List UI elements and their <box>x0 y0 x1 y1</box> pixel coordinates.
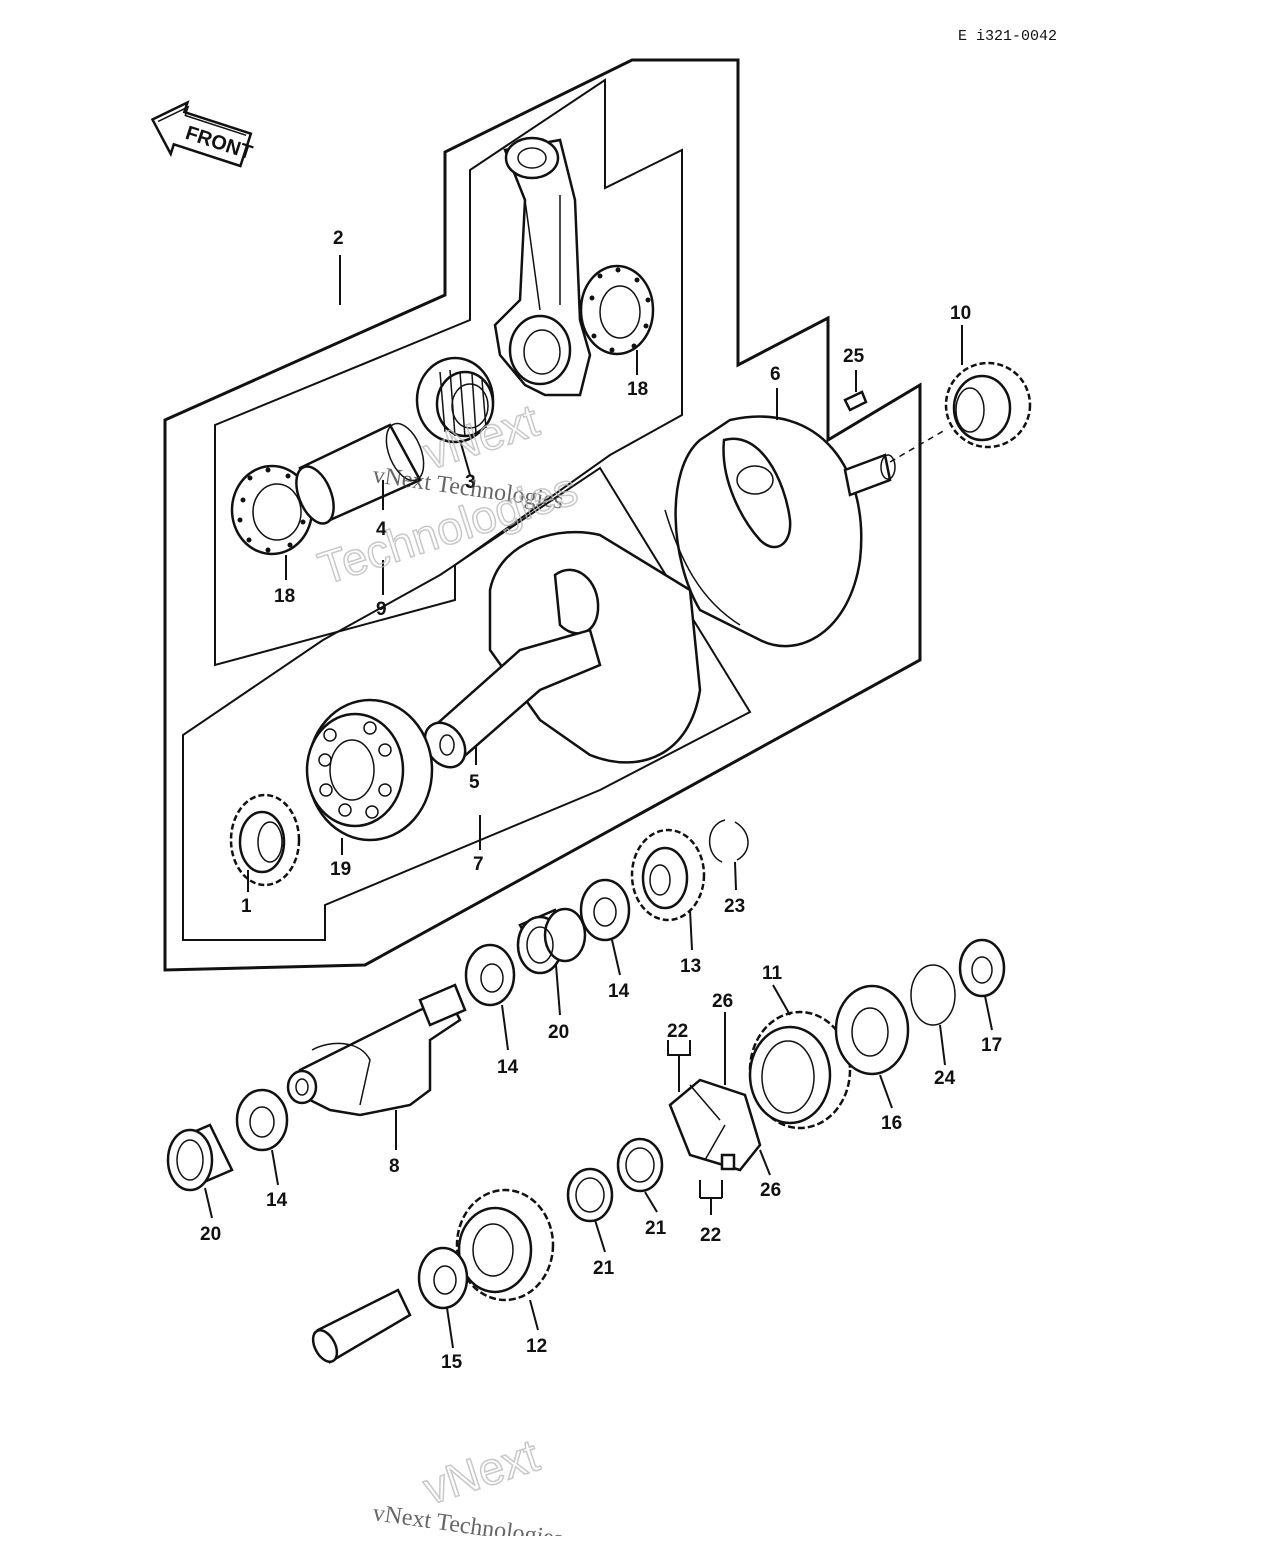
gear-13 <box>630 828 706 922</box>
callout-20-upper: 20 <box>548 1022 569 1043</box>
assembly-outline-7 <box>163 58 922 972</box>
callout-14-middle: 14 <box>497 1057 519 1078</box>
woodruff-key-25 <box>843 390 868 412</box>
callout-13: 13 <box>680 956 701 977</box>
gear-10 <box>944 361 1032 449</box>
leader-lines <box>204 255 993 1349</box>
washer-14-lower <box>235 1088 289 1152</box>
callout-17: 17 <box>981 1035 1002 1056</box>
callout-6: 6 <box>770 364 781 385</box>
callout-5: 5 <box>469 772 480 793</box>
watermark-word-vnext-lower: vNext <box>417 1429 545 1515</box>
callout-18-left: 18 <box>274 586 295 607</box>
watermark-text-lower: vNext Technologies <box>371 1500 565 1536</box>
callout-23: 23 <box>724 896 745 917</box>
callout-26-lower: 26 <box>760 1180 781 1201</box>
callout-14-lower: 14 <box>266 1190 288 1211</box>
needle-bearing-3 <box>415 356 495 444</box>
callout-22-lower: 22 <box>700 1225 721 1246</box>
front-arrow-icon: FRONT <box>150 100 255 168</box>
callout-1: 1 <box>241 896 252 917</box>
circlip-24 <box>910 964 956 1026</box>
washer-15 <box>417 1246 469 1310</box>
callout-14-upper: 14 <box>608 981 630 1002</box>
diagram-code: E i321-0042 <box>958 28 1057 45</box>
callout-25: 25 <box>843 346 865 367</box>
callout-12: 12 <box>526 1336 547 1357</box>
assembly-outline-2 <box>214 78 683 667</box>
callout-8: 8 <box>389 1156 400 1177</box>
balancer-shaft-8 <box>286 983 467 1117</box>
washer-18-right <box>579 264 655 356</box>
gear-11 <box>748 1010 852 1130</box>
crankshaft-left-5 <box>423 530 702 769</box>
callout-11: 11 <box>762 963 783 984</box>
circlip-23 <box>708 819 749 863</box>
idle-shaft <box>311 1288 412 1364</box>
callout-19: 19 <box>330 859 351 880</box>
needle-bearing-21-right <box>616 1137 664 1193</box>
washer-16 <box>834 984 910 1076</box>
damper-26 <box>668 1078 762 1172</box>
callout-7: 7 <box>473 854 484 875</box>
gear-1 <box>229 793 301 887</box>
callout-labels: 2 18 3 4 18 9 6 25 10 5 7 19 1 23 13 14 … <box>200 228 1002 1373</box>
callout-9: 9 <box>376 599 387 620</box>
washer-14-upper <box>579 878 631 942</box>
callout-15: 15 <box>441 1352 463 1373</box>
washer-18-left <box>230 464 314 556</box>
callout-4: 4 <box>376 519 387 540</box>
callout-20-lower: 20 <box>200 1224 221 1245</box>
crank-pin-4 <box>295 422 425 525</box>
callout-16: 16 <box>881 1113 902 1134</box>
callout-21-right: 21 <box>645 1218 667 1239</box>
callout-10: 10 <box>950 303 971 324</box>
callout-22-upper: 22 <box>667 1021 688 1042</box>
connecting-rod <box>493 136 592 397</box>
gear-12 <box>455 1188 555 1302</box>
needle-bearing-20-lower <box>166 1123 234 1192</box>
callout-26-upper: 26 <box>712 991 733 1012</box>
callout-21-left: 21 <box>593 1258 615 1279</box>
washer-17 <box>958 938 1006 998</box>
callout-18-right: 18 <box>627 379 648 400</box>
needle-bearing-21-left <box>566 1167 614 1223</box>
washer-14-middle <box>464 943 516 1007</box>
callout-24: 24 <box>934 1068 956 1089</box>
ball-bearing-19 <box>305 698 434 842</box>
callout-2: 2 <box>333 228 344 249</box>
crankshaft-right-6 <box>664 415 946 648</box>
callout-3: 3 <box>465 472 476 493</box>
needle-bearing-20-upper <box>516 907 587 975</box>
